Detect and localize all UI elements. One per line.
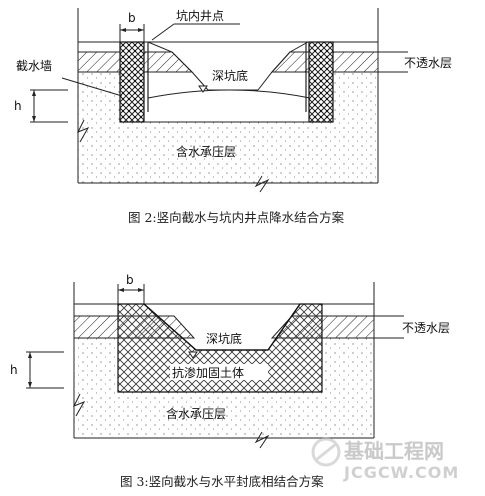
figure-2: b 坑内井点 截水墙 深坑底 不透水层 h 含水承压层 图 2:竖向截水与坑内井… xyxy=(14,8,452,225)
fig2-slope-right xyxy=(257,41,309,91)
fig2-b-arrow-left xyxy=(120,28,126,32)
fig3-break-left xyxy=(72,393,86,417)
fig3-caption: 图 3:竖向截水与水平封底相结合方案 xyxy=(120,474,324,489)
figure-3: b 深坑底 不透水层 抗渗加固土体 含水承压层 h 图 3:竖向截水与水平封底相… xyxy=(10,273,450,489)
fig3-label-h: h xyxy=(10,363,18,377)
fig3-break-bottom xyxy=(254,431,270,449)
fig2-h-arrow-top xyxy=(32,90,36,96)
watermark-logo-icon xyxy=(311,437,341,467)
fig2-wellpoint-leader xyxy=(151,23,175,41)
fig2-break-bottom xyxy=(254,175,270,193)
fig2-slope-left xyxy=(147,41,209,91)
fig2-water-table xyxy=(147,89,311,99)
fig2-label-aquifer: 含水承压层 xyxy=(176,144,236,159)
fig2-label-cutoff-wall: 截水墙 xyxy=(16,59,52,73)
fig2-label-b: b xyxy=(128,11,136,25)
fig2-cutoff-wall-left xyxy=(119,41,145,123)
fig3-label-aquifer: 含水承压层 xyxy=(166,406,226,421)
fig2-label-wellpoint: 坑内井点 xyxy=(176,8,224,23)
fig2-water-level-symbol xyxy=(198,85,208,93)
watermark: 基础工程网 JCGCW.COM xyxy=(311,437,459,482)
fig3-label-pit-bottom: 深坑底 xyxy=(206,331,242,346)
fig2-caption: 图 2:竖向截水与坑内井点降水结合方案 xyxy=(128,210,345,225)
fig3-pit-outline xyxy=(143,303,301,351)
fig2-b-arrow-right xyxy=(138,28,144,32)
fig3-b-arrow-right xyxy=(138,288,144,292)
fig3-grouted-label-bg xyxy=(170,364,268,380)
fig2-cutoff-wall-leader xyxy=(61,77,123,97)
fig2-break-left xyxy=(76,119,90,143)
fig3-label-impermeable: 不透水层 xyxy=(402,321,450,335)
fig3-label-grouted-soil: 抗渗加固土体 xyxy=(172,365,244,380)
fig3-label-b: b xyxy=(126,273,134,287)
fig2-h-arrow-bottom xyxy=(32,116,36,122)
fig3-h-arrow-bottom xyxy=(28,382,32,388)
fig3-h-arrow-top xyxy=(28,352,32,358)
fig2-aquifer-fill xyxy=(78,72,378,183)
watermark-name: 基础工程网 xyxy=(344,439,444,463)
fig2-label-pit-bottom: 深坑底 xyxy=(212,68,248,83)
fig2-label-impermeable: 不透水层 xyxy=(404,56,452,70)
fig2-cutoff-wall-right xyxy=(308,41,334,123)
fig3-b-arrow-left xyxy=(118,288,124,292)
fig3-water-level-symbol xyxy=(188,351,198,359)
fig3-aquifer-fill xyxy=(74,338,374,438)
fig2-label-h: h xyxy=(14,99,22,113)
watermark-url: JCGCW.COM xyxy=(343,463,459,482)
